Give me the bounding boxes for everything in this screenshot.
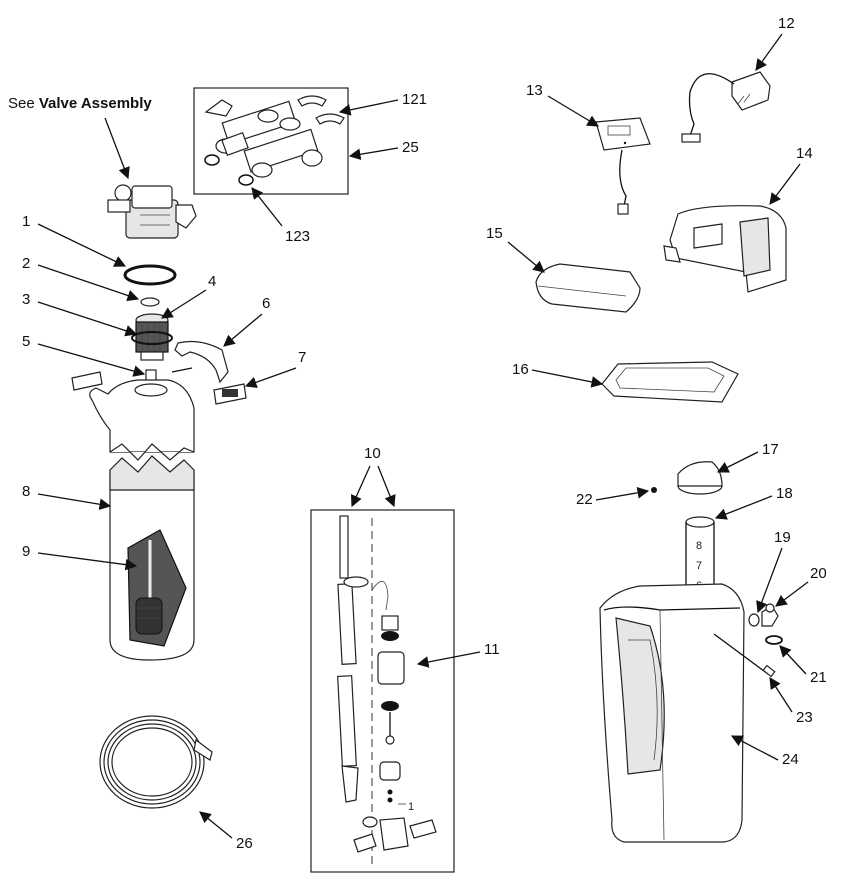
callout-3: 3	[22, 291, 30, 308]
clamp-part	[174, 340, 229, 384]
callout-123: 123	[285, 228, 310, 245]
valve-note-bold: Valve Assembly	[39, 95, 153, 112]
callout-121: 121	[402, 91, 427, 108]
brine-valve-assembly-part	[337, 515, 437, 864]
callout-26: 26	[236, 835, 253, 852]
distributor-basket-part	[131, 313, 173, 361]
callout-8: 8	[22, 483, 30, 500]
callout-18: 18	[776, 485, 793, 502]
callout-17: 17	[762, 441, 779, 458]
callout-25: 25	[402, 139, 419, 156]
callout-7: 7	[298, 349, 306, 366]
callout-6: 6	[262, 295, 270, 312]
valve-assembly-note: See Valve Assembly	[8, 95, 152, 112]
hose-clip-part	[765, 635, 783, 645]
remote-display-part	[595, 117, 651, 215]
overflow-elbow-part	[748, 603, 779, 627]
callout-10: 10	[364, 445, 381, 462]
brine-level-mark-7: 7	[696, 560, 702, 572]
grommet-part	[651, 487, 657, 493]
bypass-box	[193, 87, 349, 195]
bypass-valve-part	[204, 95, 345, 186]
small-o-ring-part	[140, 297, 160, 307]
o-ring-part	[123, 264, 177, 286]
lid-tray-part	[601, 361, 739, 403]
brine-valve-box	[310, 509, 455, 873]
callout-11: 11	[484, 641, 500, 658]
inset-mark-1: 1	[408, 801, 414, 813]
controller-cover-part	[663, 205, 787, 293]
callout-22: 22	[576, 491, 593, 508]
callout-13: 13	[526, 82, 543, 99]
callout-15: 15	[486, 225, 503, 242]
callout-21: 21	[810, 669, 827, 686]
callout-14: 14	[796, 145, 813, 162]
callout-2: 2	[22, 255, 30, 272]
salt-lid-part	[535, 263, 641, 313]
callout-4: 4	[208, 273, 216, 290]
power-transformer-part	[681, 71, 771, 143]
callout-20: 20	[810, 565, 827, 582]
callout-5: 5	[22, 333, 30, 350]
drain-hose-part	[99, 715, 213, 809]
callout-24: 24	[782, 751, 799, 768]
callout-16: 16	[512, 361, 529, 378]
salt-cabinet-part	[599, 583, 745, 843]
resin-tank-part	[89, 379, 195, 661]
callout-19: 19	[774, 529, 791, 546]
callout-9: 9	[22, 543, 30, 560]
valve-head-part	[107, 184, 197, 239]
callout-23: 23	[796, 709, 813, 726]
valve-note-prefix: See	[8, 95, 39, 112]
brine-level-mark-8: 8	[696, 540, 702, 552]
callout-1: 1	[22, 213, 30, 230]
callout-12: 12	[778, 15, 795, 32]
brine-well-cap-part	[677, 461, 723, 495]
screw-part	[713, 633, 776, 678]
